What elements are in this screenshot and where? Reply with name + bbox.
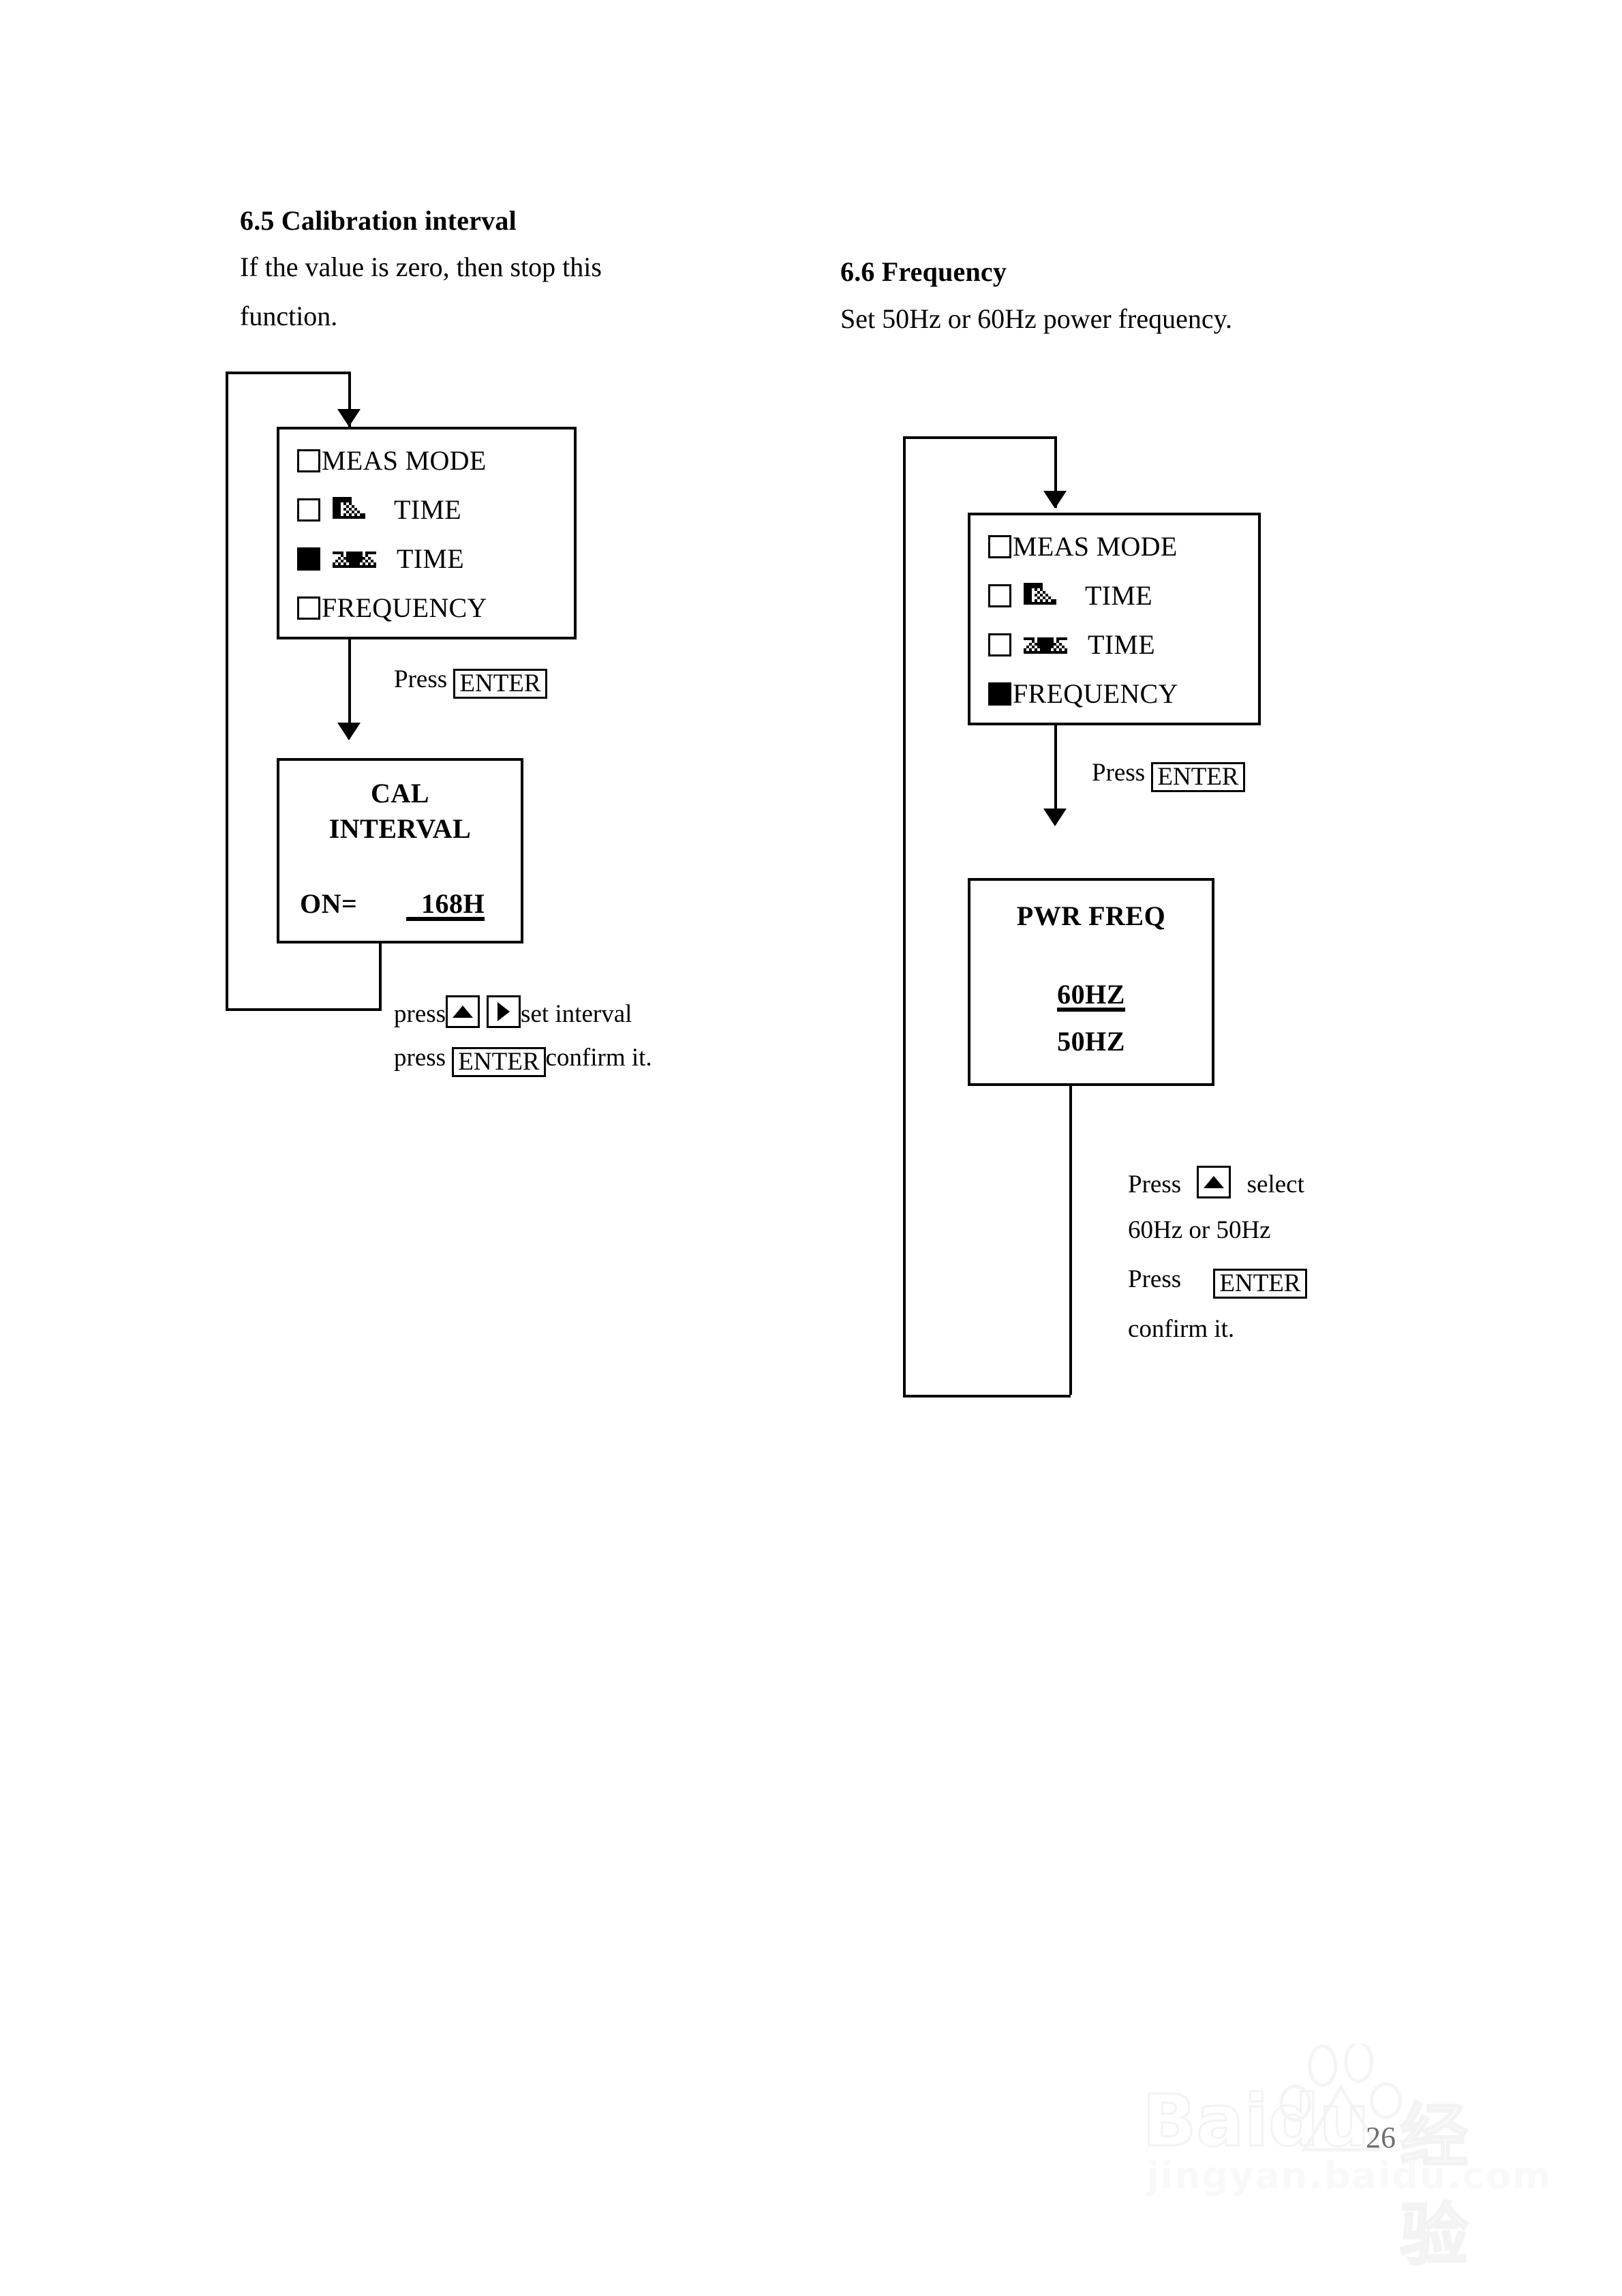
lcd-value-screen-cal-interval: CAL INTERVAL ON= 168H — [277, 758, 523, 943]
checkbox-ramp-time[interactable] — [988, 584, 1011, 607]
menu-row[interactable]: MEAS MODE — [988, 530, 1258, 562]
ramp-icon — [330, 494, 376, 526]
instruction-line-1-calibration: press set interval — [394, 995, 632, 1029]
instruction-line-4-frequency: confirm it. — [1128, 1315, 1235, 1343]
menu-label: TIME — [1085, 580, 1152, 611]
instruction-suffix: set interval — [521, 1000, 632, 1028]
flow-line-menu-to-value-right — [1054, 725, 1057, 814]
menu-label: TIME — [394, 494, 461, 525]
up-arrow-key[interactable] — [1197, 1166, 1231, 1198]
section-body-6-5-line2: function. — [240, 301, 338, 331]
cal-title-line2: INTERVAL — [328, 813, 472, 844]
menu-row[interactable]: MEAS MODE — [297, 444, 574, 477]
freq-option[interactable]: 50HZ — [970, 1025, 1212, 1057]
cal-title-line1: CAL — [371, 778, 429, 809]
transition-label-frequency: Press ENTER — [1092, 758, 1245, 793]
flow-line-loop-right — [903, 436, 906, 1398]
lcd-value-screen-pwr-freq: PWR FREQ 60HZ 50HZ — [968, 878, 1214, 1086]
menu-label: TIME — [1088, 629, 1155, 660]
watermark-url: jingyan.baidu.com — [1146, 2154, 1552, 2197]
instruction-suffix: confirm it. — [545, 1044, 652, 1072]
enter-key[interactable]: ENTER — [453, 669, 547, 699]
enter-key[interactable]: ENTER — [452, 1047, 546, 1078]
section-heading-6-5: 6.5 Calibration interval — [240, 205, 517, 236]
checkbox-meas-mode[interactable] — [297, 449, 320, 472]
flow-line-into-menu-left — [348, 372, 351, 427]
transition-prefix: Press — [1092, 759, 1146, 787]
menu-row[interactable]: TIME — [988, 629, 1258, 661]
freq-option-selected[interactable]: 60HZ — [970, 981, 1212, 1012]
flow-line-menu-to-value-left — [348, 639, 351, 728]
menu-row[interactable]: TIME — [988, 579, 1258, 611]
section-body-6-6-line1: Set 50Hz or 60Hz power frequency. — [840, 303, 1232, 334]
right-arrow-key[interactable] — [487, 995, 521, 1028]
cal-field-value: 168H — [406, 890, 485, 921]
menu-label: FREQUENCY — [322, 592, 487, 623]
menu-label: MEAS MODE — [1013, 531, 1178, 562]
checkbox-frequency[interactable] — [988, 682, 1011, 706]
up-arrow-key[interactable] — [446, 995, 480, 1028]
freq-option-label: 50HZ — [1057, 1026, 1125, 1057]
lcd-menu-screen-calibration: MEAS MODE — [277, 427, 577, 639]
flow-line-loop-top-left — [226, 372, 351, 374]
flow-line-value-down-right — [1069, 1086, 1072, 1395]
watermark-brand: Baidu — [1142, 2079, 1371, 2164]
flow-arrow-into-menu-right — [1043, 491, 1067, 509]
instruction-suffix: select — [1246, 1170, 1304, 1198]
menu-row[interactable]: TIME — [297, 543, 574, 575]
cal-field-label: ON= — [300, 888, 358, 919]
flow-line-into-menu-right — [1054, 436, 1057, 508]
transition-prefix: Press — [394, 665, 448, 693]
flow-arrow-into-menu-left — [337, 409, 361, 427]
checkbox-frequency[interactable] — [297, 596, 320, 620]
flow-line-loop-bottom-left — [226, 1008, 379, 1011]
checkbox-meas-mode[interactable] — [988, 534, 1011, 558]
section-heading-6-6: 6.6 Frequency — [840, 256, 1007, 287]
menu-label: TIME — [397, 543, 464, 574]
checkbox-hourglass-time[interactable] — [297, 547, 320, 571]
checkbox-hourglass-time[interactable] — [988, 633, 1011, 656]
instruction-prefix: Press — [1128, 1170, 1182, 1198]
flow-arrow-to-value-left — [337, 723, 361, 740]
flow-line-loop-top-right — [903, 436, 1057, 439]
baidu-watermark: Baidu 经验 jingyan.baidu.com — [1142, 2044, 1550, 2276]
menu-row[interactable]: FREQUENCY — [988, 678, 1258, 710]
menu-row[interactable]: FREQUENCY — [297, 592, 574, 624]
ramp-icon — [1021, 579, 1067, 611]
menu-label: FREQUENCY — [1013, 678, 1178, 709]
enter-key[interactable]: ENTER — [1213, 1269, 1307, 1299]
flow-line-loop-left — [226, 372, 228, 1011]
lcd-menu-screen-frequency: MEAS MODE — [968, 513, 1261, 725]
enter-key[interactable]: ENTER — [1151, 762, 1245, 793]
instruction-line-2-frequency: 60Hz or 50Hz — [1128, 1216, 1271, 1244]
menu-row[interactable]: TIME — [297, 494, 574, 526]
hourglass-icon — [1021, 629, 1070, 661]
cal-field-value-wrap[interactable]: 168H — [406, 888, 485, 921]
instruction-line-1-frequency: Press select — [1128, 1166, 1304, 1199]
transition-label-calibration: Press ENTER — [394, 665, 547, 699]
freq-option-label: 60HZ — [1057, 981, 1125, 1012]
instruction-prefix: press — [394, 1044, 446, 1072]
instruction-prefix: Press — [1128, 1265, 1182, 1293]
section-body-6-5-line1: If the value is zero, then stop this — [240, 252, 602, 282]
page-number: 26 — [1366, 2121, 1396, 2154]
menu-label: MEAS MODE — [322, 445, 487, 476]
baidu-paw-logo — [1279, 2044, 1402, 2151]
checkbox-ramp-time[interactable] — [297, 498, 320, 522]
watermark-brand-cn: 经验 — [1399, 2096, 1469, 2276]
pwr-freq-title: PWR FREQ — [1016, 901, 1166, 931]
hourglass-icon — [330, 543, 379, 575]
flow-line-loop-bottom-right — [903, 1395, 1071, 1398]
flow-line-value-down-left — [379, 943, 382, 1011]
instruction-prefix: press — [394, 1000, 446, 1028]
instruction-line-3-frequency: Press ENTER — [1128, 1265, 1307, 1299]
flow-arrow-to-value-right — [1043, 809, 1067, 826]
